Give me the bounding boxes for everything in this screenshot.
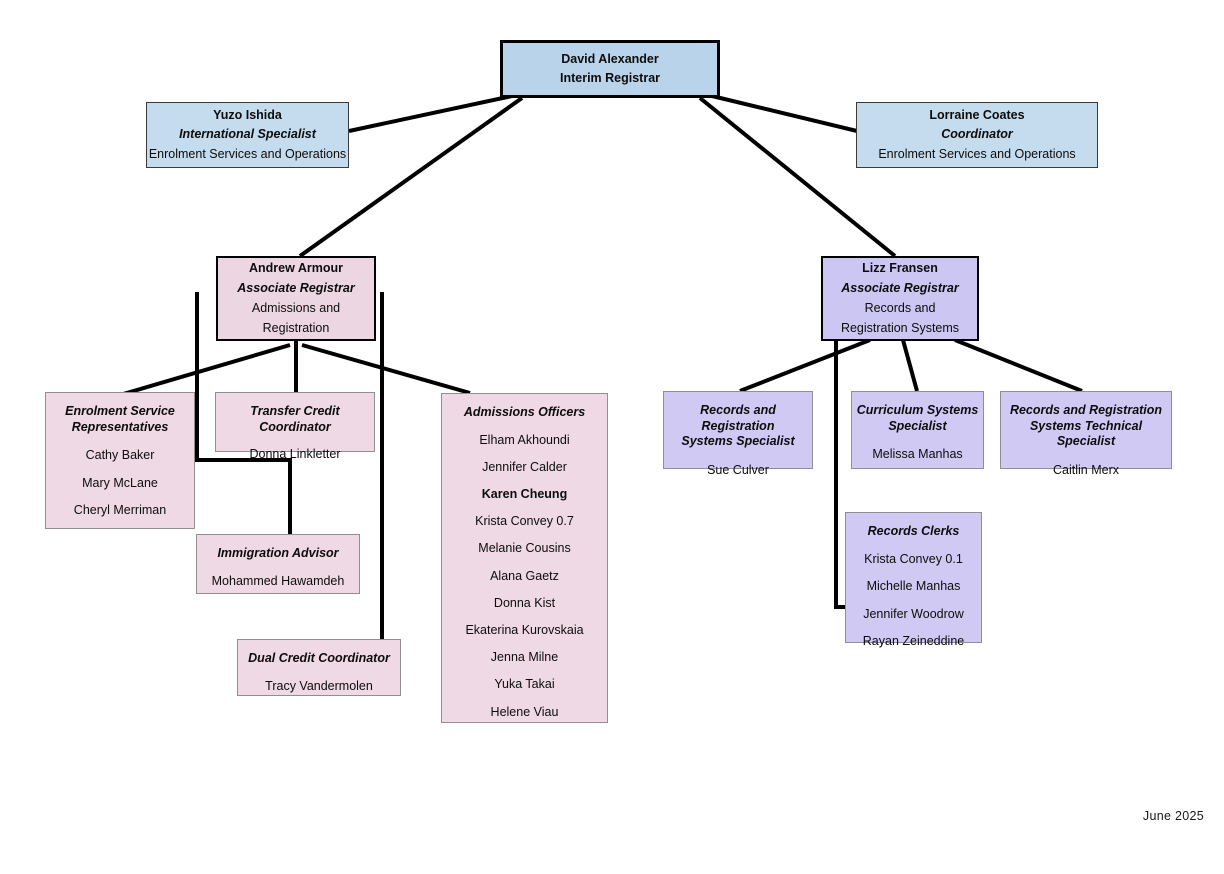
node-immigration-advisor[interactable]: Immigration Advisor Mohammed Hawamdeh xyxy=(196,534,360,594)
ar-admissions-name: Andrew Armour xyxy=(249,261,343,276)
registrar-name: David Alexander xyxy=(561,51,659,66)
list-item: Karen Cheung xyxy=(481,487,568,501)
list-item: Helene Viau xyxy=(490,704,559,719)
rr-technical-specialist-title-line1: Records and Registration xyxy=(1009,403,1163,417)
rr-systems-specialist-title-line1: Records and Registration xyxy=(700,403,776,433)
list-item: Elham Akhoundi xyxy=(479,432,570,447)
list-item: Cathy Baker xyxy=(85,448,155,463)
node-ar-records[interactable]: Lizz Fransen Associate Registrar Records… xyxy=(821,256,979,341)
list-item: Jennifer Calder xyxy=(482,459,567,474)
list-item: Melanie Cousins xyxy=(478,541,571,556)
international-specialist-title: International Specialist xyxy=(179,127,316,141)
rr-systems-specialist-title-line2: Systems Specialist xyxy=(681,434,795,449)
rr-technical-specialist-title-line2: Systems Technical Specialist xyxy=(1029,418,1143,449)
admissions-officers-title: Admissions Officers xyxy=(463,405,586,419)
edge-registrar-to-international-specialist xyxy=(348,94,513,133)
ar-records-dept-line2: Registration Systems xyxy=(840,320,960,335)
records-clerks-title: Records Clerks xyxy=(867,524,960,538)
list-item: Jennifer Woodrow xyxy=(863,606,964,621)
rr-technical-specialist-member-list: Caitlin Merx xyxy=(1001,450,1171,477)
node-transfer-credit-coordinator[interactable]: Transfer Credit Coordinator Donna Linkle… xyxy=(215,392,375,460)
list-item: Donna Kist xyxy=(493,595,556,610)
date-stamp: June 2025 xyxy=(1142,809,1204,823)
list-item: Rayan Zeineddine xyxy=(862,634,965,649)
transfer-credit-title: Transfer Credit Coordinator xyxy=(250,404,340,434)
coordinator-name: Lorraine Coates xyxy=(929,107,1025,122)
enrolment-reps-title-line1: Enrolment Service xyxy=(65,404,175,418)
edge-ar-records-to-curriculum-specialist xyxy=(901,339,919,392)
transfer-credit-member-list: Donna Linkletter xyxy=(216,435,374,461)
immigration-advisor-title: Immigration Advisor xyxy=(217,546,339,560)
list-item: Jenna Milne xyxy=(490,650,559,665)
ar-admissions-dept-line2: Registration xyxy=(262,320,330,335)
ar-admissions-title: Associate Registrar xyxy=(237,280,355,295)
dual-credit-title: Dual Credit Coordinator xyxy=(248,651,390,665)
international-specialist-name: Yuzo Ishida xyxy=(213,107,282,122)
ar-records-title: Associate Registrar xyxy=(841,280,959,295)
coordinator-title: Coordinator xyxy=(941,127,1013,141)
edge-ar-records-to-rr-technical-specialist xyxy=(954,338,1083,393)
node-ar-admissions[interactable]: Andrew Armour Associate Registrar Admiss… xyxy=(216,256,376,341)
list-item: Donna Linkletter xyxy=(249,447,341,462)
ar-records-name: Lizz Fransen xyxy=(862,261,938,276)
node-international-specialist[interactable]: Yuzo Ishida International Specialist Enr… xyxy=(146,102,349,168)
node-coordinator[interactable]: Lorraine Coates Coordinator Enrolment Se… xyxy=(856,102,1098,168)
list-item: Melissa Manhas xyxy=(872,447,963,462)
edge-registrar-to-coordinator xyxy=(711,94,858,133)
node-rr-systems-technical-specialist[interactable]: Records and Registration Systems Technic… xyxy=(1000,391,1172,476)
dual-credit-member-list: Tracy Vandermolen xyxy=(238,667,400,693)
international-specialist-dept: Enrolment Services and Operations xyxy=(148,147,347,162)
node-registrar[interactable]: David Alexander Interim Registrar xyxy=(500,40,720,98)
immigration-advisor-member-list: Mohammed Hawamdeh xyxy=(197,562,359,588)
node-enrolment-service-representatives[interactable]: Enrolment Service Representatives Cathy … xyxy=(45,392,195,529)
list-item: Michelle Manhas xyxy=(866,579,961,594)
list-item: Ekaterina Kurovskaia xyxy=(465,622,584,637)
curriculum-specialist-title-line1: Curriculum Systems xyxy=(856,403,979,417)
curriculum-specialist-member-list: Melissa Manhas xyxy=(852,434,983,461)
ar-records-dept-line1: Records and xyxy=(864,300,936,315)
curriculum-specialist-title-line2: Specialist xyxy=(888,418,947,433)
registrar-title: Interim Registrar xyxy=(559,71,661,85)
list-item: Mary McLane xyxy=(82,475,158,490)
ar-admissions-dept-line1: Admissions and xyxy=(251,300,341,315)
list-item: Tracy Vandermolen xyxy=(265,678,373,693)
enrolment-reps-title-line2: Representatives xyxy=(71,419,169,434)
list-item: Krista Convey 0.1 xyxy=(864,551,963,566)
list-item: Yuka Takai xyxy=(494,677,555,692)
node-rr-systems-specialist[interactable]: Records and Registration Systems Special… xyxy=(663,391,813,476)
list-item: Cheryl Merriman xyxy=(73,503,167,518)
node-dual-credit-coordinator[interactable]: Dual Credit Coordinator Tracy Vandermole… xyxy=(237,639,401,696)
coordinator-dept: Enrolment Services and Operations xyxy=(878,147,1076,162)
rr-systems-specialist-member-list: Sue Culver xyxy=(664,450,812,477)
edge-ar-records-to-rr-systems-specialist xyxy=(739,338,871,393)
list-item: Mohammed Hawamdeh xyxy=(211,573,345,588)
edge-ar-admissions-to-admissions-officers xyxy=(301,343,471,395)
edge-ar-admissions-to-enrolment-reps xyxy=(119,343,291,397)
list-item: Krista Convey 0.7 xyxy=(475,514,574,529)
list-item: Caitlin Merx xyxy=(1053,462,1119,477)
list-item: Sue Culver xyxy=(707,462,769,477)
node-curriculum-systems-specialist[interactable]: Curriculum Systems Specialist Melissa Ma… xyxy=(851,391,984,469)
list-item: Alana Gaetz xyxy=(490,568,559,583)
